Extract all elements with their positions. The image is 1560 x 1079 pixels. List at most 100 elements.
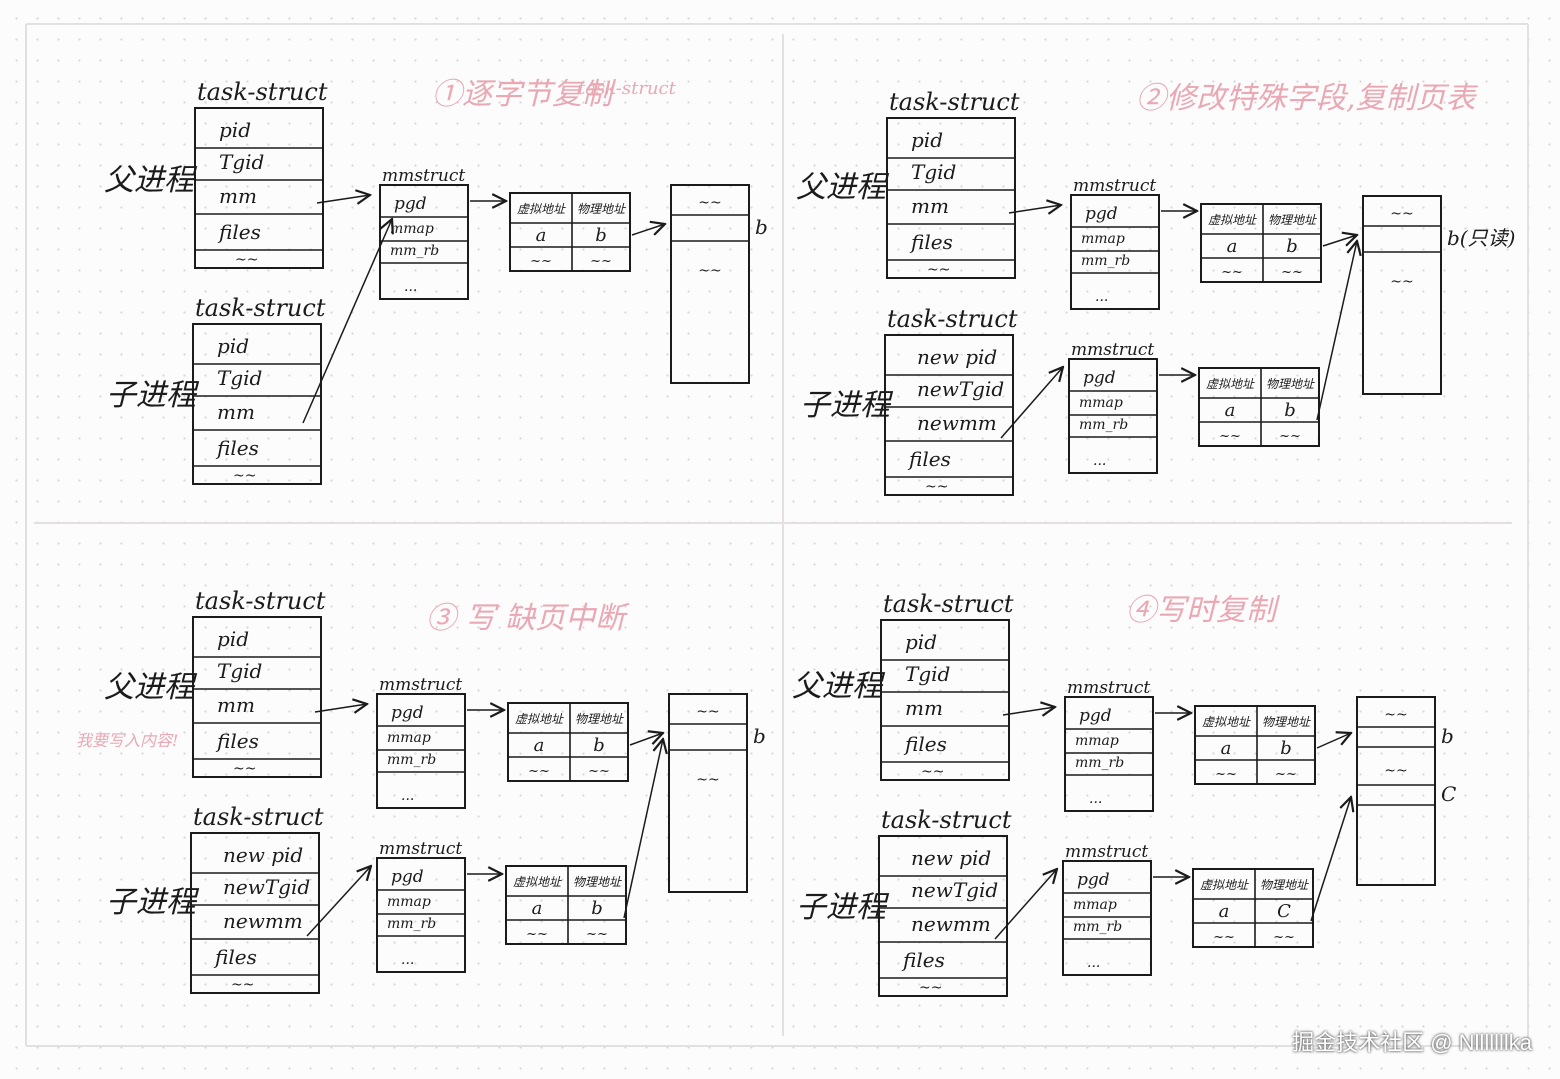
memory-page-label: b(只读)	[1447, 226, 1515, 250]
physical-address-cell: ~~	[1279, 429, 1301, 444]
pointer-arrow	[623, 739, 663, 919]
parent-process-label: 父进程	[104, 163, 198, 198]
physical-address-cell: ~~	[1281, 265, 1303, 280]
col-physical-address: 物理地址	[573, 875, 622, 889]
col-virtual-address: 虚拟地址	[515, 712, 564, 726]
memory-page-label: C	[1441, 782, 1456, 806]
memory-cell: ~~	[1390, 274, 1413, 290]
task-field-3: newmm	[917, 411, 997, 435]
child-process-label: 子进程	[796, 890, 890, 925]
pointer-arrow	[316, 195, 370, 203]
task-field-5: ~~	[233, 761, 256, 777]
mm-field-1: pgd	[1077, 870, 1110, 890]
physical-address-cell: b	[1286, 236, 1298, 257]
task-field-5: ~~	[927, 262, 950, 278]
mm-struct-box	[1062, 860, 1152, 976]
memory-page-label: b	[753, 724, 766, 748]
col-physical-address: 物理地址	[1268, 213, 1317, 227]
mm-field-2: mmap	[1073, 897, 1117, 913]
task-struct-header: task-struct	[887, 305, 1018, 333]
task-struct-header: task-struct	[883, 590, 1014, 618]
mm-field-3: mm_rb	[387, 752, 436, 768]
pointer-arrow	[1316, 733, 1351, 749]
pointer-arrow	[306, 866, 371, 937]
page-table-box	[509, 192, 631, 272]
task-field-4: files	[903, 732, 947, 756]
virtual-address-cell: a	[536, 225, 547, 246]
memory-cell: ~~	[698, 263, 721, 279]
pointer-arrow	[314, 704, 367, 712]
task-field-3: mm	[911, 194, 949, 218]
task-field-2: Tgid	[905, 662, 950, 686]
pointer-arrow	[1008, 205, 1061, 213]
panel-2: ②修改特殊字段,复制页表父进程子进程task-structpidTgidmmfi…	[796, 81, 1515, 496]
pointer-arrow	[1322, 235, 1357, 247]
memory-cell: ~~	[1384, 763, 1407, 779]
physical-address-cell: ~~	[586, 927, 608, 942]
physical-address-cell: b	[595, 225, 607, 246]
panel-3: ③ 写 缺页中断我要写入内容!父进程子进程task-structpidTgidm…	[76, 587, 766, 994]
memory-cell: ~~	[698, 195, 721, 211]
task-field-2: Tgid	[217, 659, 262, 683]
side-note: 我要写入内容!	[76, 731, 178, 750]
mm-field-4: ...	[1087, 955, 1100, 971]
task-field-4: files	[217, 220, 261, 244]
memory-box	[670, 184, 750, 384]
page-table-box	[507, 702, 629, 782]
mm-field-4: ...	[401, 952, 414, 968]
mm-struct-box	[1068, 358, 1158, 474]
mm-field-4: ...	[404, 279, 417, 295]
virtual-address-cell: ~~	[1213, 930, 1235, 945]
mm-field-3: mm_rb	[1081, 253, 1130, 269]
virtual-address-cell: a	[1221, 738, 1232, 759]
col-physical-address: 物理地址	[575, 712, 624, 726]
mm-struct-header: mmstruct	[382, 166, 465, 186]
mm-field-1: pgd	[1083, 368, 1116, 388]
page-table-box	[1200, 203, 1322, 283]
col-physical-address: 物理地址	[1260, 878, 1309, 892]
physical-address-cell: ~~	[1273, 930, 1295, 945]
col-virtual-address: 虚拟地址	[1200, 878, 1249, 892]
task-field-4: files	[907, 447, 951, 471]
memory-cell: ~~	[1384, 707, 1407, 723]
virtual-address-cell: ~~	[1215, 767, 1237, 782]
task-field-5: ~~	[231, 977, 254, 993]
mm-field-3: mm_rb	[387, 916, 436, 932]
mm-field-1: pgd	[391, 703, 424, 723]
child-process-label: 子进程	[106, 378, 200, 413]
task-struct-header: task-struct	[195, 587, 326, 615]
task-field-5: ~~	[233, 468, 256, 484]
mm-field-4: ...	[1089, 791, 1102, 807]
panel-4: ④写时复制父进程子进程task-structpidTgidmmfiles~~ta…	[792, 590, 1456, 997]
mm-field-3: mm_rb	[1075, 755, 1124, 771]
mm-field-3: mm_rb	[1079, 417, 1128, 433]
pointer-arrow	[302, 219, 392, 424]
memory-page-label: b	[1441, 724, 1454, 748]
task-field-2: Tgid	[911, 160, 956, 184]
physical-address-cell: ~~	[590, 254, 612, 269]
mm-field-2: mmap	[1081, 231, 1125, 247]
col-virtual-address: 虚拟地址	[1208, 213, 1257, 227]
physical-address-cell: b	[1280, 738, 1292, 759]
task-field-4: files	[215, 436, 259, 460]
page-table-box	[505, 865, 627, 945]
parent-process-label: 父进程	[104, 670, 198, 705]
task-field-1: pid	[217, 334, 249, 358]
physical-memory: ~~~~b	[668, 693, 766, 893]
physical-memory: ~~~~b(只读)	[1362, 195, 1515, 395]
child-process-label: 子进程	[106, 885, 200, 920]
task-field-1: pid	[911, 128, 943, 152]
mm-struct: mmstructpgdmmapmm_rb...	[376, 675, 466, 809]
virtual-address-cell: a	[1225, 400, 1236, 421]
task-struct-header: task-struct	[889, 88, 1020, 116]
virtual-address-cell: ~~	[1221, 265, 1243, 280]
mm-field-3: mm_rb	[1073, 919, 1122, 935]
mm-struct-header: mmstruct	[1071, 340, 1154, 360]
task-field-2: Tgid	[217, 366, 262, 390]
mm-field-2: mmap	[387, 730, 431, 746]
pointer-arrow	[1310, 797, 1351, 922]
